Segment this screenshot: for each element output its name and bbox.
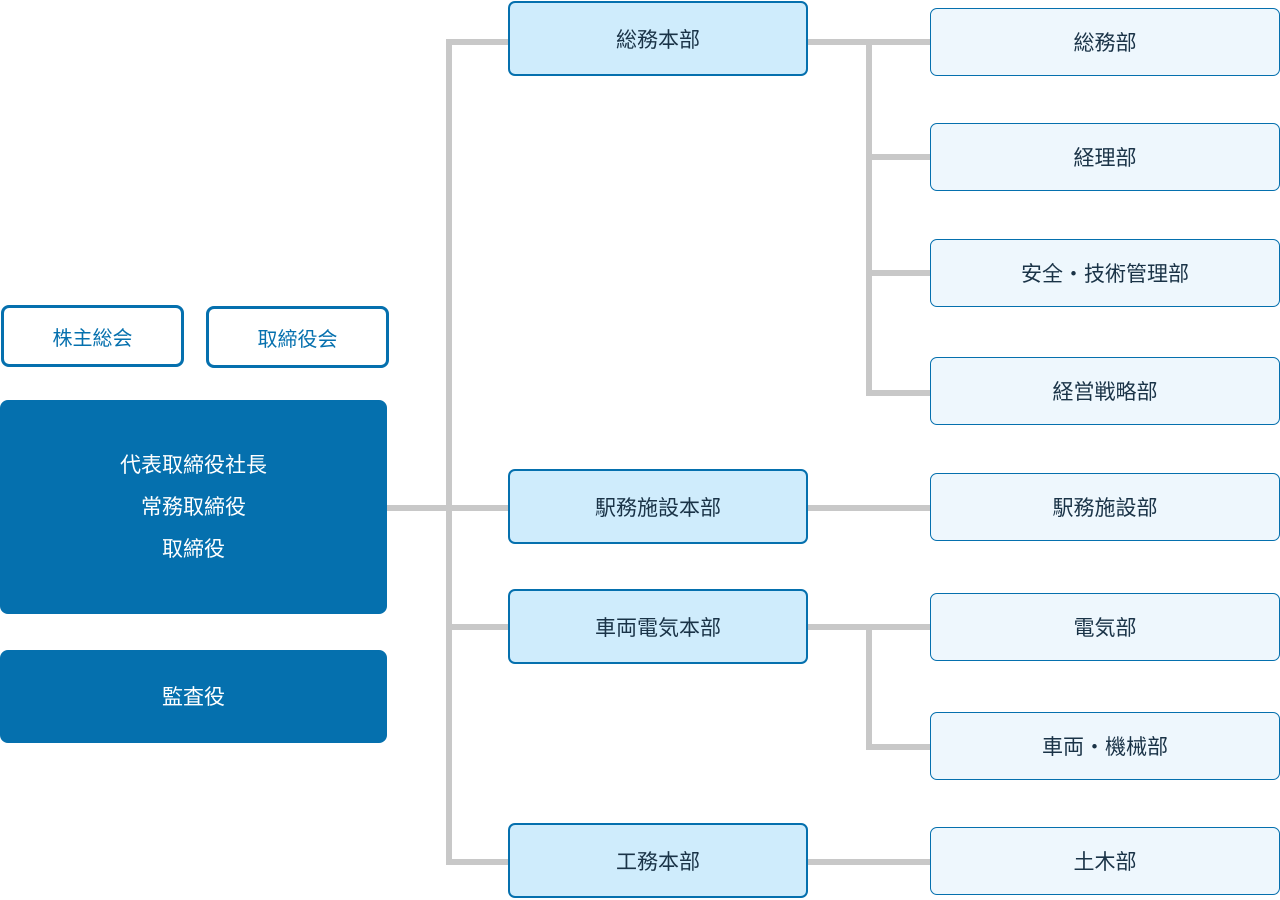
dept-label: 電気部 [1073, 616, 1137, 640]
dept-label: 経営戦略部 [1052, 380, 1158, 404]
connector-hq0-dept-1 [866, 154, 931, 160]
shareholders-meeting-label: 株主総会 [52, 325, 133, 350]
dept-label: 総務部 [1073, 31, 1137, 55]
connector-trunk-to-hq-3 [446, 859, 508, 865]
connector-main-trunk [446, 39, 452, 865]
dept-label: 車両・機械部 [1042, 735, 1168, 759]
dept-rolling-stock-machinery[interactable]: 車両・機械部 [930, 712, 1280, 780]
connector-hq0-trunk [808, 39, 872, 45]
auditor-label: 監査役 [162, 684, 225, 709]
hq-general-affairs[interactable]: 総務本部 [508, 1, 808, 76]
executive-line-president: 代表取締役社長 [120, 453, 267, 477]
hq-station-facilities[interactable]: 駅務施設本部 [508, 469, 808, 544]
auditor-box[interactable]: 監査役 [0, 650, 387, 743]
connector-hq0-dept-2 [866, 270, 931, 276]
hq-rolling-stock-electrical[interactable]: 車両電気本部 [508, 589, 808, 664]
dept-station-facilities[interactable]: 駅務施設部 [930, 473, 1280, 541]
dept-management-strategy[interactable]: 経営戦略部 [930, 357, 1280, 425]
shareholders-meeting-box[interactable]: 株主総会 [1, 305, 184, 367]
board-of-directors-label: 取締役会 [257, 326, 338, 351]
executives-box[interactable]: 代表取締役社長 常務取締役 取締役 [0, 400, 387, 614]
connector-trunk-to-hq-1 [446, 505, 508, 511]
connector-hq0-vertical [866, 39, 872, 396]
connector-hq2-dept-1 [866, 744, 931, 750]
connector-hq2-trunk [808, 624, 872, 630]
dept-label: 経理部 [1073, 146, 1137, 170]
dept-civil-engineering[interactable]: 土木部 [930, 827, 1280, 895]
dept-general-affairs[interactable]: 総務部 [930, 8, 1280, 76]
connector-trunk-to-hq-0 [446, 39, 508, 45]
dept-label: 土木部 [1073, 850, 1137, 874]
connector-hq1-dept-0 [808, 505, 931, 511]
dept-label: 安全・技術管理部 [1021, 262, 1189, 286]
dept-electrical[interactable]: 電気部 [930, 593, 1280, 661]
dept-accounting[interactable]: 経理部 [930, 123, 1280, 191]
hq-label: 工務本部 [616, 849, 700, 874]
connector-hq0-dept-0 [866, 39, 931, 45]
dept-label: 駅務施設部 [1052, 496, 1158, 520]
connector-trunk-to-hq-2 [446, 624, 508, 630]
hq-label: 総務本部 [616, 27, 700, 52]
executive-line-director: 取締役 [162, 537, 225, 561]
hq-engineering[interactable]: 工務本部 [508, 823, 808, 898]
connector-hq2-dept-0 [866, 624, 931, 630]
connector-hq2-vertical [866, 624, 872, 750]
hq-label: 駅務施設本部 [595, 495, 721, 520]
connector-exec-to-trunk [387, 505, 450, 511]
board-of-directors-box[interactable]: 取締役会 [206, 306, 389, 368]
connector-hq0-dept-3 [866, 390, 931, 396]
executive-line-managing-director: 常務取締役 [141, 495, 246, 519]
hq-label: 車両電気本部 [595, 615, 721, 640]
dept-safety-technical-management[interactable]: 安全・技術管理部 [930, 239, 1280, 307]
connector-hq3-dept-0 [808, 859, 931, 865]
